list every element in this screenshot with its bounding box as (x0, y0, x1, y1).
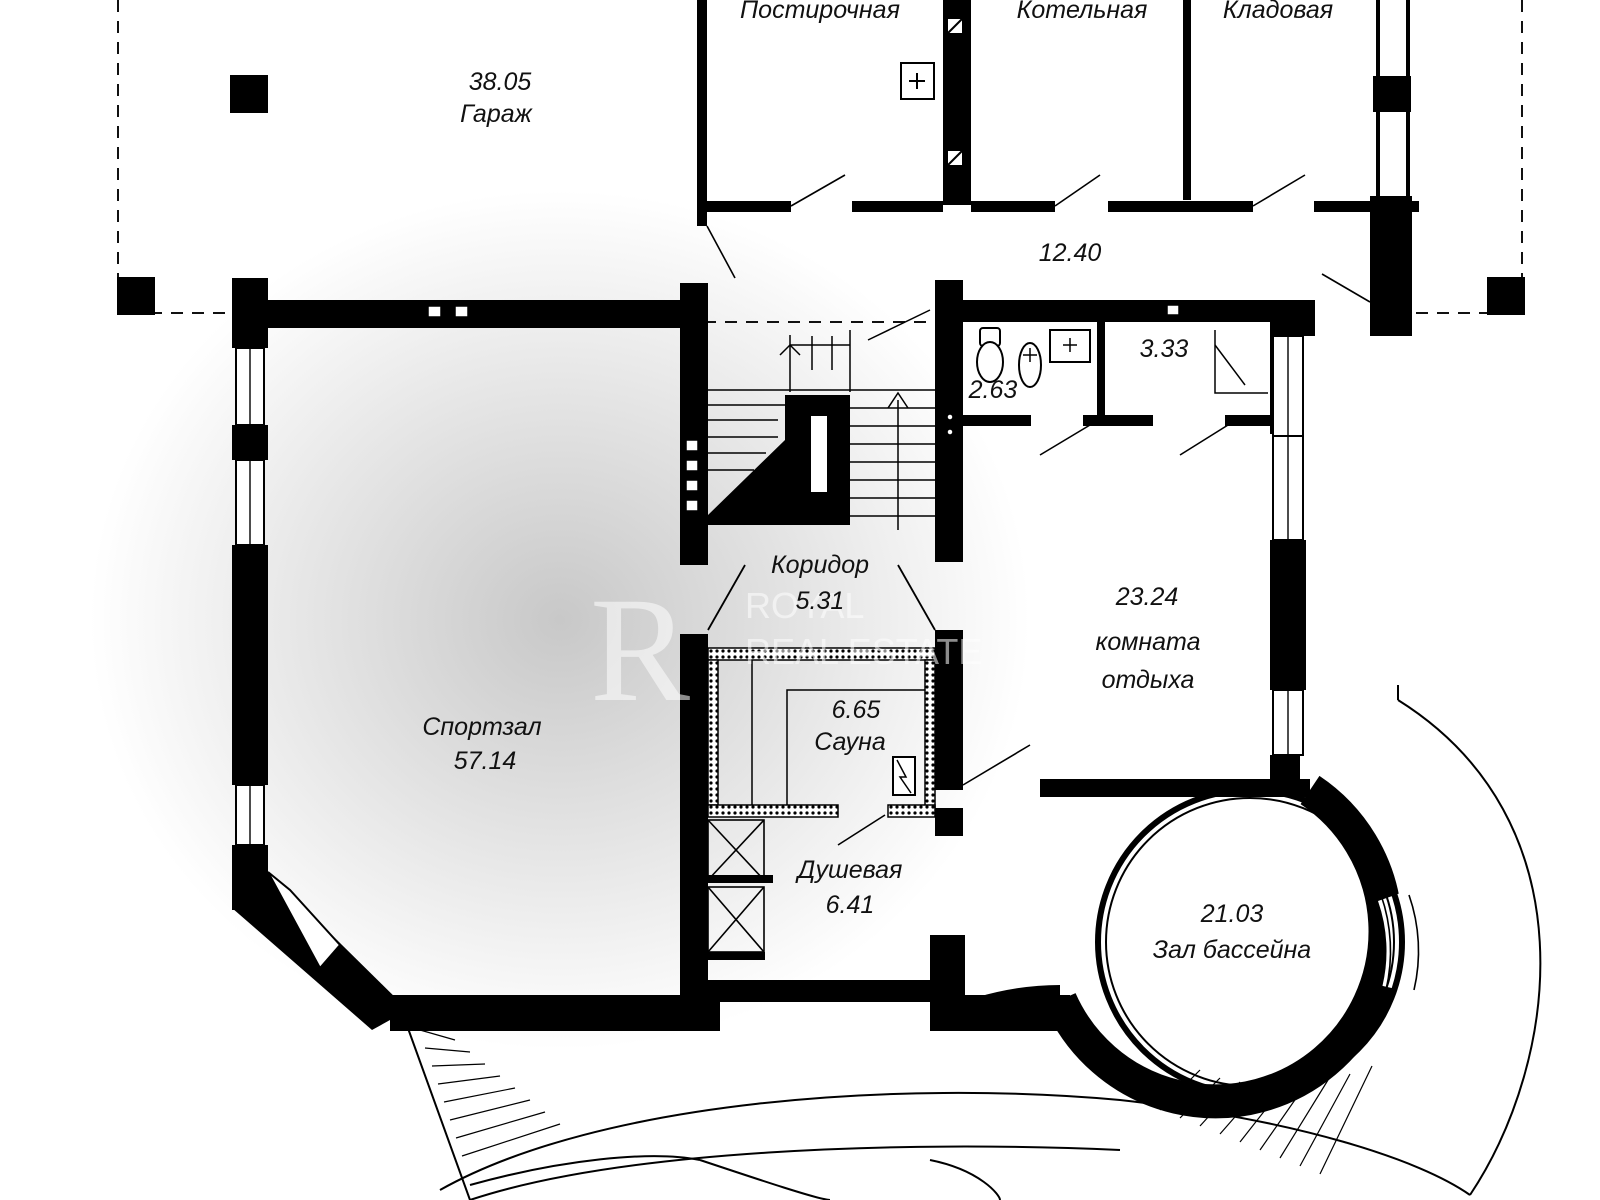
storage-name: Кладовая (1223, 0, 1333, 24)
watermark-line1: ROYAL (745, 585, 864, 626)
shower-stalls (707, 819, 765, 953)
watermark-logo-icon: R (590, 567, 690, 733)
wc-switch-marks (946, 413, 954, 436)
main-walls (232, 278, 1315, 1031)
sauna-area: 6.65 (832, 696, 881, 724)
watermark: R ROYAL REAL ESTATE (590, 567, 982, 733)
vent-marks (946, 17, 964, 167)
corridor-jambs (707, 564, 936, 631)
spiral-stair-treads (419, 1029, 1373, 1175)
pool-area: 21.03 (1200, 900, 1264, 928)
laundry-name: Постирочная (740, 0, 900, 24)
stair-core-opening (809, 414, 829, 494)
garage-columns (117, 75, 1525, 315)
garage-area: 38.05 (469, 68, 532, 96)
wc-area: 2.63 (968, 376, 1018, 404)
wall-vents (427, 304, 1180, 318)
sauna-benches (751, 660, 925, 805)
sauna-door (837, 814, 886, 846)
corridor-area: 5.31 (796, 587, 845, 615)
gym-corner-window (267, 871, 342, 970)
lounge-doors (962, 424, 1229, 786)
laundry-sink-icon (900, 62, 935, 100)
terrace-outline (404, 685, 1542, 1200)
pool-name: Зал бассейна (1153, 936, 1312, 964)
room-labels: 38.05 Гараж Постирочная Котельная Кладов… (422, 0, 1333, 964)
boiler-name: Котельная (1017, 0, 1148, 24)
gym-area: 57.14 (454, 747, 517, 775)
sauna-name: Сауна (814, 728, 886, 756)
staircase (708, 330, 935, 530)
shower-area: 6.41 (826, 891, 875, 919)
pool-hall (975, 775, 1423, 1119)
closet-shelf (1214, 330, 1268, 394)
lounge-name-line2: отдыха (1102, 666, 1195, 694)
service-doors (706, 174, 1371, 303)
closet-area: 3.33 (1140, 335, 1189, 363)
wc-fixture-lines (1023, 338, 1077, 362)
lounge-name-line1: комната (1096, 628, 1201, 656)
shower-name: Душевая (795, 856, 903, 884)
service-block-walls (697, 0, 1419, 336)
garage-name: Гараж (460, 100, 533, 128)
sauna-walls (707, 647, 936, 818)
corridor-name: Коридор (771, 551, 869, 579)
watermark-line2: REAL ESTATE (745, 631, 982, 672)
stair-vents (685, 439, 699, 512)
garage-outline (117, 0, 1523, 323)
gym-name: Спортзал (422, 713, 541, 741)
stair-door (867, 309, 931, 341)
lounge-area: 23.24 (1115, 583, 1179, 611)
sauna-heater-icon (892, 756, 916, 796)
hall-area: 12.40 (1039, 239, 1102, 267)
